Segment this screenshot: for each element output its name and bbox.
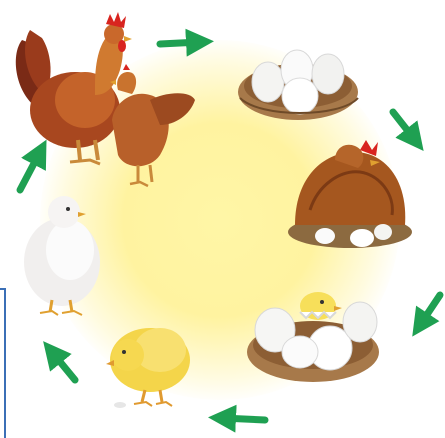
brooding-hen-icon (288, 140, 412, 248)
white-chick-icon (24, 196, 100, 315)
arrow-young-to-adults-icon (20, 152, 40, 190)
arrow-chick-to-young-icon (52, 352, 75, 380)
arrow-hatching-to-chick-icon (222, 418, 265, 420)
eggs-nest-icon (238, 50, 358, 120)
hatching-eggs-icon (247, 292, 379, 382)
arrow-adults-to-eggs-icon (160, 42, 200, 44)
rooster-and-hen-icon (16, 12, 195, 186)
arrow-brooding-to-hatching-icon (420, 295, 440, 325)
arrow-eggs-to-brooding-icon (393, 112, 415, 140)
yellow-chick-icon (106, 328, 190, 408)
